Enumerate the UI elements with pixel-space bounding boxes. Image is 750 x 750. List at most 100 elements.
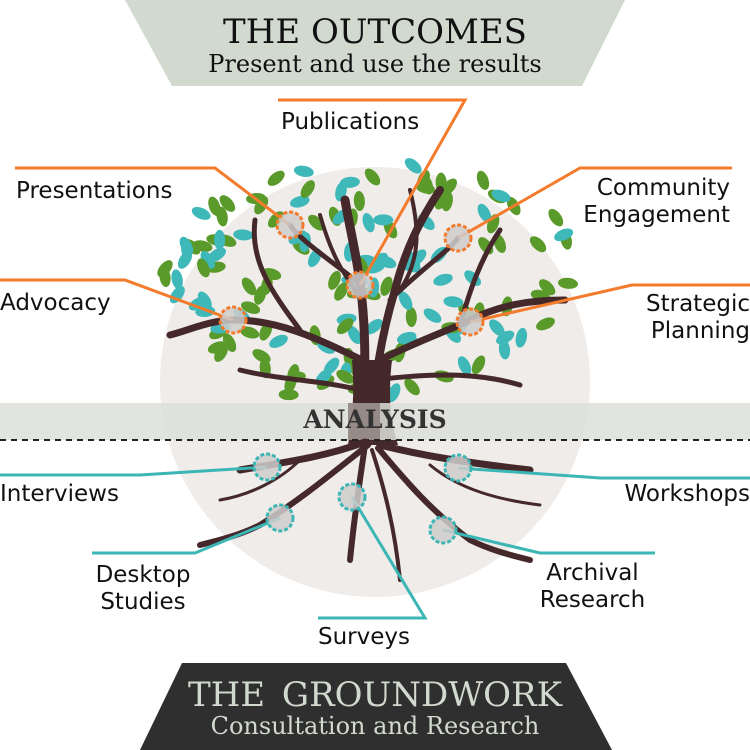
label-line: Research [539, 587, 646, 613]
marker-community [443, 223, 473, 253]
label-archival-research: Archival Research [530, 560, 655, 614]
leaf-icon [239, 326, 260, 339]
leaf-icon [300, 180, 315, 199]
leaf-icon [362, 212, 375, 233]
leaf-icon [423, 308, 442, 323]
leaf-icon [192, 240, 213, 252]
leaf-icon [404, 158, 422, 174]
leaf-icon [157, 260, 173, 278]
leaf-icon [405, 307, 417, 328]
bottom-banner-title: THE GROUNDWORK [187, 675, 563, 715]
leaf-icon [252, 349, 271, 363]
leaf-icon [336, 369, 355, 384]
leaf-icon [214, 229, 226, 250]
top-banner-shape [125, 0, 625, 86]
leaf-icon [496, 330, 515, 345]
leaf-icon [433, 273, 453, 286]
label-surveys: Surveys [318, 624, 410, 650]
leaf-icon [269, 334, 288, 348]
leaf-icon [290, 195, 310, 208]
marker-presentations [275, 210, 305, 240]
leaf-icon [254, 285, 267, 305]
leaf-icon [471, 355, 486, 375]
leaf-icon [323, 357, 340, 375]
label-publications: Publications [281, 109, 420, 135]
leaf-icon [443, 296, 464, 308]
marker-interviews [252, 452, 282, 482]
leaf-icon [491, 189, 511, 203]
label-workshops: Workshops [624, 481, 750, 507]
label-advocacy: Advocacy [0, 290, 111, 316]
label-line: Engagement [583, 202, 730, 228]
label-community-engagement: Community Engagement [560, 175, 730, 229]
callout-lines [0, 98, 750, 620]
leaf-icon [347, 325, 362, 345]
marker-surveys [337, 482, 367, 512]
label-line: Community [596, 175, 730, 201]
marker-desktop [265, 503, 295, 533]
leaf-icon [398, 291, 413, 310]
leaf-icon [241, 301, 261, 314]
label-line: Strategic [646, 291, 750, 317]
leaf-icon [457, 356, 472, 375]
leaf-icon [233, 229, 254, 241]
leaf-icon [353, 191, 365, 211]
leaf-icon [241, 277, 257, 296]
leaf-icon [373, 214, 394, 226]
bottom-banner-shape [140, 663, 612, 750]
label-line: Planning [650, 318, 750, 344]
bottom-banner-subtitle: Consultation and Research [210, 712, 540, 740]
leaf-icon [441, 178, 457, 196]
leaf-icon [536, 317, 555, 331]
label-strategic-planning: Strategic Planning [600, 291, 750, 345]
leaf-icon [200, 251, 216, 269]
marker-strategic [455, 307, 485, 337]
leaf-icon [417, 170, 430, 189]
leaf-icon [489, 319, 505, 337]
leaf-icon [554, 228, 574, 242]
leaf-icon [387, 383, 401, 403]
leaf-icon [370, 252, 388, 268]
leaf-icon [334, 282, 348, 301]
leaf-icon [558, 277, 578, 289]
label-desktop-studies: Desktop Studies [88, 562, 198, 616]
leaf-icon [529, 236, 547, 253]
marker-archival [428, 515, 458, 545]
leaf-icon [476, 170, 490, 190]
leaf-icon [208, 196, 221, 216]
leaf-icon [171, 269, 183, 290]
leaf-icon [364, 168, 381, 186]
leaf-icon [191, 206, 211, 220]
label-line: Archival [546, 560, 639, 586]
label-presentations: Presentations [16, 178, 173, 204]
leaf-icon [548, 208, 564, 227]
label-interviews: Interviews [0, 481, 119, 507]
leaf-icon [515, 327, 528, 348]
leaf-icon [214, 343, 229, 362]
leaf-icon [278, 389, 299, 401]
leaf-icon [539, 279, 556, 296]
marker-publications [345, 270, 375, 300]
label-line: Studies [100, 589, 186, 615]
label-line: Desktop [95, 562, 191, 588]
leaf-icon [293, 165, 314, 178]
leaf-icon [380, 276, 393, 296]
leaf-icon [267, 170, 285, 186]
marker-advocacy [218, 305, 248, 335]
top-banner-title: THE OUTCOMES [223, 12, 527, 52]
trunk-overlay [348, 403, 380, 440]
leaf-icon [336, 318, 354, 335]
leaf-icon [308, 214, 325, 231]
top-banner-subtitle: Present and use the results [208, 50, 542, 78]
leaf-icon [365, 319, 383, 335]
analysis-label: ANALYSIS [303, 405, 447, 434]
leaf-icon [498, 339, 511, 360]
leaf-icon [219, 195, 236, 212]
marker-workshops [443, 453, 473, 483]
leaf-icon [197, 258, 210, 278]
leaf-icon [328, 270, 341, 290]
leaf-icon [404, 378, 420, 396]
leaf-icon [397, 331, 417, 344]
leaf-icon [477, 203, 492, 223]
